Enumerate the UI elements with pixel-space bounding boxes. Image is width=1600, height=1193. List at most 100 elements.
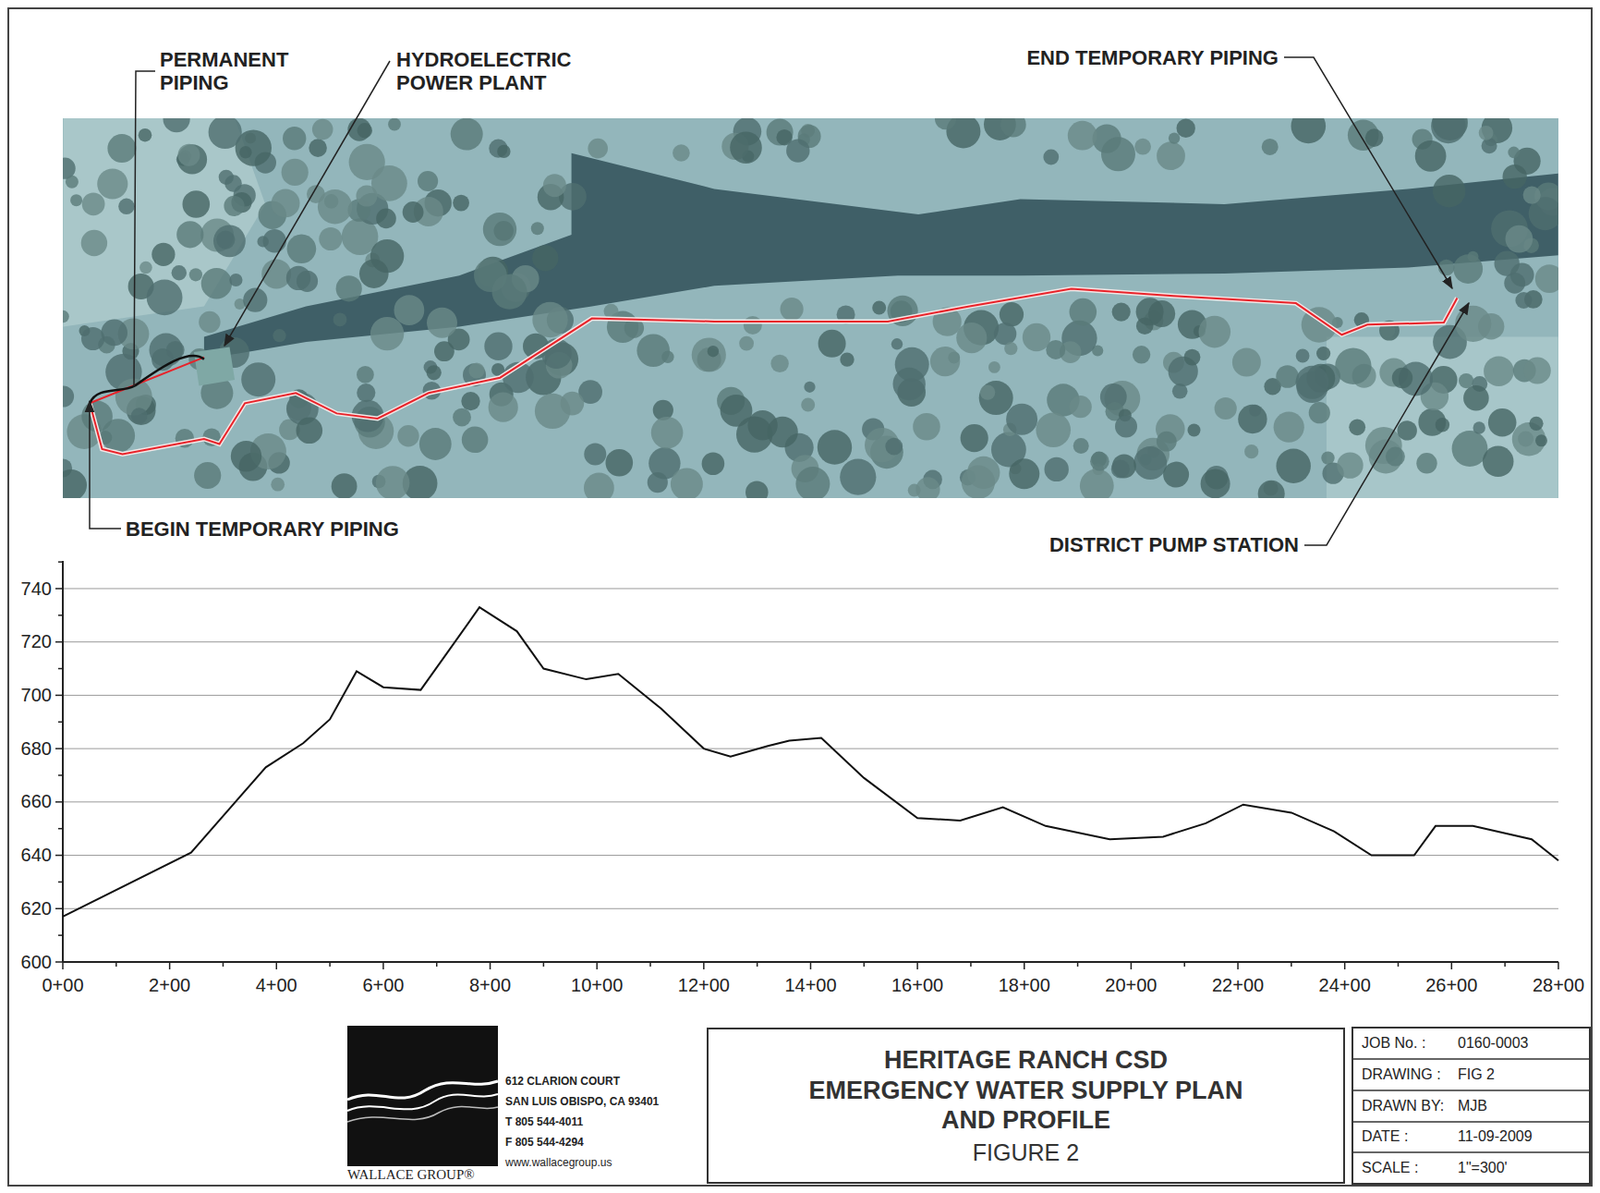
tree-canopy: [151, 242, 175, 267]
elevation-tick-label: 600: [21, 951, 52, 973]
tree-canopy: [193, 461, 221, 489]
tree-canopy: [930, 346, 960, 376]
station-tick-label: 0+00: [42, 974, 85, 996]
tree-canopy: [331, 472, 358, 498]
tree-canopy: [138, 128, 153, 143]
tree-canopy: [1115, 415, 1138, 438]
tree-canopy: [587, 138, 608, 159]
tree-canopy: [426, 364, 442, 380]
tree-canopy: [1517, 431, 1534, 448]
tree-canopy: [1334, 348, 1371, 385]
temporary-pipe: [89, 357, 205, 404]
x-tick: [595, 961, 598, 970]
tree-canopy: [672, 144, 691, 162]
x-tick: [1557, 961, 1560, 970]
tree-canopy: [1430, 118, 1466, 144]
station-tick-label: 22+00: [1212, 974, 1264, 996]
tree-canopy: [96, 168, 128, 199]
tree-canopy: [230, 440, 262, 472]
x-tick: [1130, 961, 1133, 970]
y-tick: [55, 800, 63, 803]
field-area: [1326, 337, 1559, 499]
tree-canopy: [606, 448, 634, 477]
tree-canopy: [1452, 430, 1489, 467]
tree-canopy: [1478, 125, 1494, 141]
tree-canopy: [1067, 121, 1098, 151]
tree-canopy: [1035, 412, 1071, 449]
tree-canopy: [1136, 297, 1164, 326]
table-field-value: 0160-0003: [1457, 1034, 1529, 1052]
tree-canopy: [934, 118, 957, 130]
tree-canopy: [484, 332, 512, 361]
tree-canopy: [980, 384, 995, 400]
tree-canopy: [1200, 468, 1231, 498]
station-tick-label: 6+00: [362, 974, 404, 996]
x-tick: [756, 961, 759, 967]
tree-canopy: [1112, 454, 1137, 479]
tree-canopy: [604, 303, 619, 319]
x-tick: [1397, 961, 1400, 967]
tree-canopy: [884, 437, 903, 456]
tree-canopy: [178, 144, 201, 167]
y-tick: [55, 694, 63, 697]
tree-canopy: [100, 319, 128, 347]
tree-canopy: [419, 427, 452, 461]
company-address: F 805 544-4294: [505, 1136, 584, 1150]
tree-canopy: [402, 201, 425, 223]
tree-canopy: [317, 189, 352, 224]
grid-line: [62, 694, 1559, 696]
table-field-value: 1"=300': [1457, 1159, 1508, 1176]
tree-canopy: [171, 265, 187, 280]
logo-wave: [347, 1106, 498, 1122]
tree-canopy: [745, 481, 769, 499]
tree-canopy: [417, 170, 438, 192]
tree-canopy: [1415, 140, 1447, 172]
tree-canopy: [956, 322, 987, 353]
tree-canopy: [1483, 356, 1515, 388]
tree-canopy: [1111, 460, 1130, 479]
elevation-tick-label: 700: [21, 684, 52, 706]
tree-canopy: [1507, 146, 1520, 159]
tree-canopy: [131, 407, 148, 425]
table-field-name: SCALE :: [1361, 1159, 1419, 1176]
tree-canopy: [1008, 458, 1040, 489]
table-field-value: 11-09-2009: [1457, 1127, 1533, 1145]
power-plant-site: [193, 347, 235, 387]
tree-canopy: [780, 297, 804, 321]
leader-line: [1284, 57, 1453, 289]
tree-canopy: [1418, 408, 1446, 437]
table-rule: [1352, 1151, 1590, 1153]
photo-ground: [62, 118, 1559, 498]
tree-canopy: [1006, 403, 1038, 436]
grid-line: [62, 748, 1559, 750]
tree-canopy: [961, 465, 995, 498]
aerial-photo: [62, 118, 1559, 498]
tree-canopy: [201, 267, 232, 299]
tree-canopy: [1276, 448, 1311, 484]
grid-line: [62, 854, 1559, 856]
tree-canopy: [1134, 138, 1152, 156]
tree-canopy: [729, 131, 763, 164]
tree-canopy: [1316, 346, 1331, 361]
tree-canopy: [1505, 225, 1534, 254]
tree-canopy: [452, 408, 472, 427]
tree-canopy: [960, 424, 989, 452]
tree-canopy: [1237, 404, 1267, 434]
y-tick: [58, 560, 63, 563]
tree-canopy: [532, 244, 558, 271]
x-tick: [916, 961, 919, 970]
tree-canopy: [1348, 418, 1366, 436]
callout-label: PERMANENT PIPING: [159, 48, 289, 96]
tree-canopy: [531, 221, 545, 235]
tree-canopy: [483, 212, 517, 246]
x-tick: [1183, 961, 1186, 967]
tree-canopy: [1184, 349, 1201, 366]
tree-canopy: [1248, 404, 1261, 417]
tree-canopy: [1365, 128, 1384, 147]
elevation-tick-label: 720: [21, 630, 52, 653]
table-rule: [1352, 1057, 1590, 1060]
tree-canopy: [336, 275, 363, 302]
callout-label: DISTRICT PUMP STATION: [1049, 533, 1299, 557]
tree-canopy: [270, 477, 285, 492]
